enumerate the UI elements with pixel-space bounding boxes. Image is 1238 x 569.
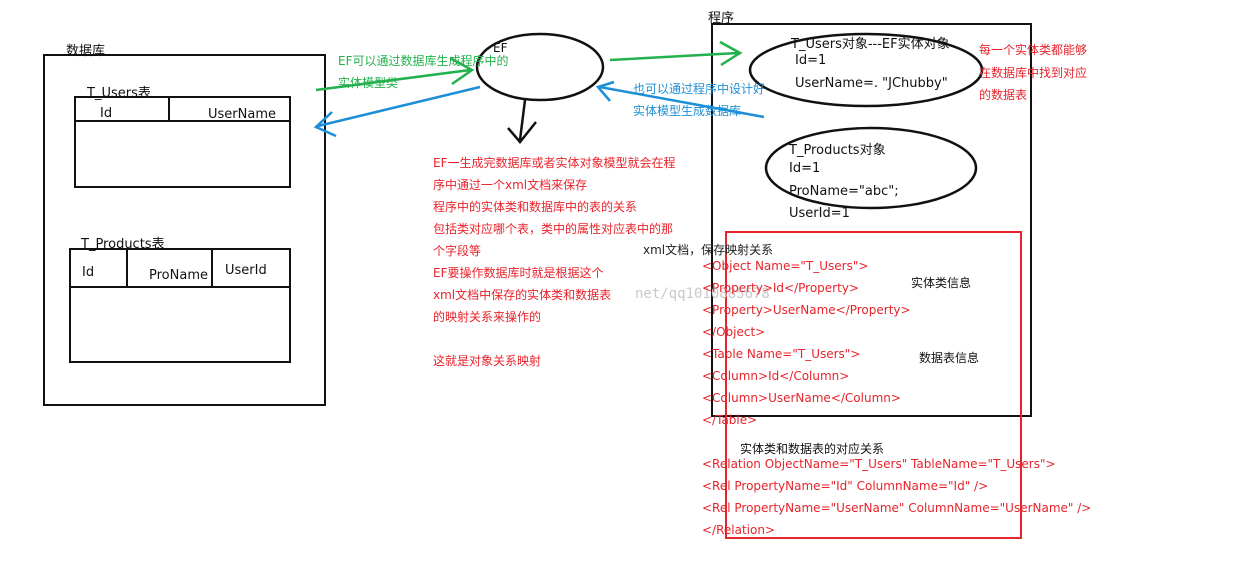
xml-relation-line-3: <Rel PropertyName="UserName" ColumnName=… bbox=[702, 501, 1092, 515]
xml-line-1: <Object Name="T_Users"> bbox=[702, 259, 869, 273]
xml-entity-info-label: 实体类信息 bbox=[911, 276, 972, 290]
users-entity-title: T_Users对象---EF实体对象 bbox=[791, 37, 950, 52]
users-entity-ellipse bbox=[748, 32, 984, 108]
note-entity-table-line1: 每一个实体类都能够 bbox=[979, 43, 1088, 57]
program-title: 程序 bbox=[708, 11, 735, 26]
note-db-to-model-line2: 实体模型类 bbox=[338, 76, 399, 90]
xml-line-5: <Table Name="T_Users"> bbox=[702, 347, 861, 361]
xml-line-6: <Column>Id</Column> bbox=[702, 369, 850, 383]
note-db-to-model-line1: EF可以通过数据库生成程序中的 bbox=[338, 54, 509, 68]
program-box bbox=[711, 23, 1032, 417]
xml-relation-line-1: <Relation ObjectName="T_Users" TableName… bbox=[702, 457, 1056, 471]
products-col-id: Id bbox=[82, 265, 95, 280]
xml-relation-line-4: </Relation> bbox=[702, 523, 776, 537]
xml-header: xml文档，保存映射关系 bbox=[643, 243, 774, 257]
green-arrow-db-to-ef bbox=[315, 56, 475, 92]
products-entity-title: T_Products对象 bbox=[789, 143, 886, 158]
xml-explain-line4: 包括类对应哪个表，类中的属性对应表中的那 bbox=[433, 222, 674, 236]
ef-label: EF bbox=[493, 41, 508, 55]
xml-relation-line-2: <Rel PropertyName="Id" ColumnName="Id" /… bbox=[702, 479, 989, 493]
xml-explain-line1: EF一生成完数据库或者实体对象模型就会在程 bbox=[433, 156, 676, 170]
xml-line-3: <Property>UserName</Property> bbox=[702, 303, 911, 317]
products-entity-line-id: Id=1 bbox=[789, 161, 821, 176]
xml-line-2: <Property>Id</Property> bbox=[702, 281, 859, 295]
note-model-to-db-line1: 也可以通过程序中设计好 bbox=[633, 82, 766, 96]
orm-summary: 这就是对象关系映射 bbox=[433, 354, 542, 368]
xml-relation-title: 实体类和数据表的对应关系 bbox=[740, 442, 885, 456]
blue-arrow-ef-to-db bbox=[313, 85, 481, 138]
users-entity-line-username: UserName=. "JChubby" bbox=[795, 76, 948, 91]
xml-line-4: </Object> bbox=[702, 325, 766, 339]
watermark: net/qq1010885678 bbox=[635, 286, 770, 302]
database-title: 数据库 bbox=[66, 44, 106, 59]
note-entity-table-line3: 的数据表 bbox=[979, 88, 1028, 102]
products-entity-line-userid: UserId=1 bbox=[789, 206, 850, 221]
database-box bbox=[43, 54, 326, 406]
ef-down-arrow bbox=[507, 99, 537, 144]
xml-mapping-box bbox=[725, 231, 1022, 539]
note-entity-table-line2: 在数据库中找到对应 bbox=[979, 66, 1088, 80]
products-col-proname: ProName bbox=[149, 268, 208, 283]
products-entity-line-proname: ProName="abc"; bbox=[789, 184, 899, 199]
xml-explain-line8: 的映射关系来操作的 bbox=[433, 310, 542, 324]
users-table-box bbox=[74, 96, 291, 188]
ef-ellipse bbox=[475, 32, 605, 102]
products-table-box bbox=[69, 248, 291, 363]
xml-line-8: </Table> bbox=[702, 413, 758, 427]
users-col-username: UserName bbox=[208, 107, 276, 122]
xml-explain-line5: 个字段等 bbox=[433, 244, 482, 258]
xml-table-info-label: 数据表信息 bbox=[919, 351, 980, 365]
blue-arrow-program-to-ef bbox=[595, 80, 765, 119]
xml-line-7: <Column>UserName</Column> bbox=[702, 391, 901, 405]
products-col-userid: UserId bbox=[225, 263, 267, 278]
xml-explain-line3: 程序中的实体类和数据库中的表的关系 bbox=[433, 200, 638, 214]
products-entity-ellipse bbox=[764, 126, 978, 210]
products-table-name: T_Products表 bbox=[81, 237, 165, 252]
note-model-to-db-line2: 实体模型生成数据库 bbox=[633, 104, 742, 118]
xml-explain-line2: 序中通过一个xml文档来保存 bbox=[433, 178, 588, 192]
xml-explain-line6: EF要操作数据库时就是根据这个 bbox=[433, 266, 604, 280]
users-table-name: T_Users表 bbox=[87, 86, 151, 101]
users-col-id: Id bbox=[100, 106, 113, 121]
xml-explain-line7: xml文档中保存的实体类和数据表 bbox=[433, 288, 612, 302]
users-entity-line-id: Id=1 bbox=[795, 53, 827, 68]
green-arrow-ef-to-program bbox=[609, 40, 743, 67]
